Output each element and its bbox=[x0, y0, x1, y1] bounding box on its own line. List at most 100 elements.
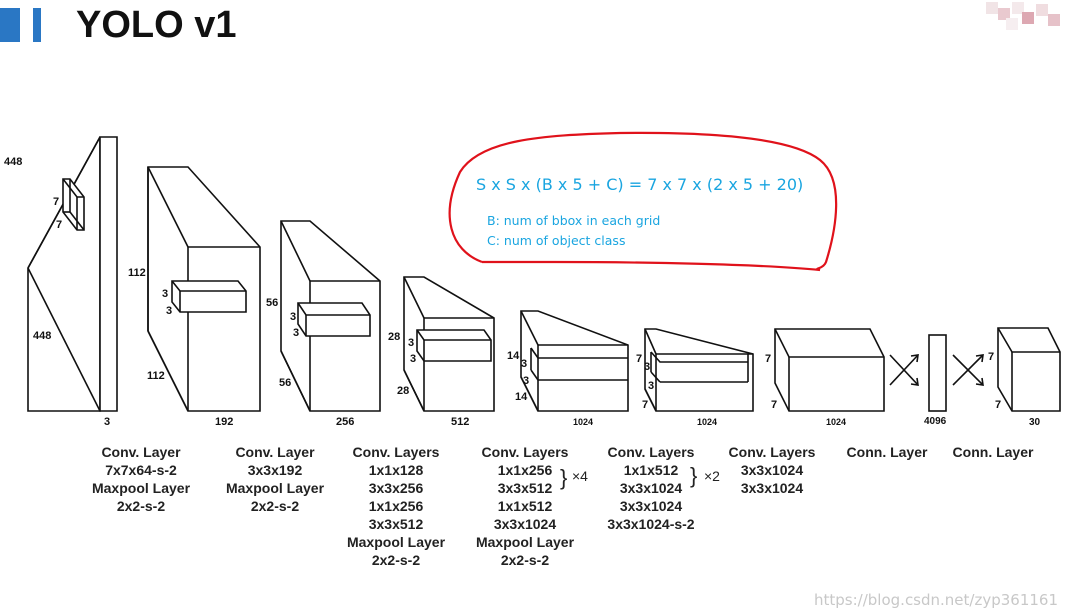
layer9-width-label: 7 bbox=[995, 399, 1001, 411]
layer1-depth-label: 3 bbox=[104, 416, 110, 428]
layer4-block bbox=[403, 276, 495, 412]
layer5-kernel-h-label: 3 bbox=[521, 358, 527, 370]
caption-line: 1x1x128 bbox=[368, 462, 424, 478]
slide-title: YOLO v1 bbox=[76, 4, 237, 46]
caption-line: 3x3x1024 bbox=[740, 462, 804, 478]
layer3-kernel-h-label: 3 bbox=[290, 311, 296, 323]
caption-line: 3x3x1024 bbox=[493, 516, 557, 532]
caption-fc2: Conn. Layer bbox=[934, 443, 1052, 461]
caption-line: Conv. Layers bbox=[607, 444, 695, 460]
caption-fc1: Conn. Layer bbox=[828, 443, 946, 461]
layer5-height-label: 14 bbox=[507, 350, 520, 362]
layer9-height-label: 7 bbox=[988, 351, 994, 363]
caption-line: 1x1x256 bbox=[368, 498, 424, 514]
layer1-kernel-w-label: 7 bbox=[56, 219, 62, 231]
layer5-kernel-w-label: 3 bbox=[523, 375, 529, 387]
repeat-count-x4: ×4 bbox=[572, 468, 588, 484]
layer6-kernel-w-label: 3 bbox=[648, 380, 654, 392]
layer7-height-label: 7 bbox=[765, 353, 771, 365]
layer3-height-label: 56 bbox=[266, 297, 278, 309]
caption-line: Maxpool Layer bbox=[91, 480, 191, 496]
layer4-depth-label: 512 bbox=[451, 416, 469, 428]
layer2-kernel-h-label: 3 bbox=[162, 288, 168, 300]
caption-line: Maxpool Layer bbox=[475, 534, 575, 550]
layer4-height-label: 28 bbox=[388, 331, 400, 343]
layer6-height-label: 7 bbox=[636, 353, 642, 365]
title-accent-bar-thin bbox=[33, 8, 41, 42]
caption-line: Maxpool Layer bbox=[346, 534, 446, 550]
caption-line: Conv. Layer bbox=[235, 444, 315, 460]
caption-line: Conv. Layers bbox=[481, 444, 569, 460]
blurred-mosaic-image bbox=[986, 2, 1062, 32]
layer4-kernel-w-label: 3 bbox=[410, 353, 416, 365]
formula-text: S x S x (B x 5 + C) = 7 x 7 x (2 x 5 + 2… bbox=[476, 175, 803, 194]
layer7-depth-label: 1024 bbox=[826, 417, 846, 427]
output-block bbox=[997, 327, 1061, 412]
layer3-depth-label: 256 bbox=[336, 416, 354, 428]
repeat-brace-x4: } bbox=[560, 465, 568, 490]
repeat-count-x2: ×2 bbox=[704, 468, 720, 484]
layer6-block bbox=[644, 328, 754, 412]
class-definition-text: C: num of object class bbox=[487, 233, 625, 248]
caption-line: 2x2-s-2 bbox=[371, 552, 421, 568]
layer4-kernel-h-label: 3 bbox=[408, 337, 414, 349]
caption-line: 2x2-s-2 bbox=[250, 498, 300, 514]
fc-4096-block bbox=[928, 334, 947, 412]
caption-line: 2x2-s-2 bbox=[500, 552, 550, 568]
full-connection-arrows-1 bbox=[889, 354, 919, 386]
layer6-kernel-h-label: 3 bbox=[644, 361, 650, 373]
layer2-kernel-w-label: 3 bbox=[166, 305, 172, 317]
caption-line: 1x1x256 bbox=[497, 462, 553, 478]
caption-line: 3x3x1024 bbox=[740, 480, 804, 496]
caption-line: 3x3x1024-s-2 bbox=[607, 516, 695, 532]
caption-line: Conn. Layer bbox=[952, 444, 1034, 460]
caption-line: 3x3x256 bbox=[368, 480, 424, 496]
caption-line: 7x7x64-s-2 bbox=[105, 462, 177, 478]
caption-line: 3x3x512 bbox=[368, 516, 424, 532]
red-annotation-circle bbox=[448, 131, 838, 272]
layer5-width-label: 14 bbox=[515, 391, 528, 403]
caption-line: 3x3x1024 bbox=[619, 498, 683, 514]
caption-line: 2x2-s-2 bbox=[116, 498, 166, 514]
title-accent-bar bbox=[0, 8, 20, 42]
layer2-width-label: 112 bbox=[147, 370, 165, 382]
caption-line: Maxpool Layer bbox=[225, 480, 325, 496]
caption-line: Conv. Layers bbox=[728, 444, 816, 460]
layer4-width-label: 28 bbox=[397, 385, 409, 397]
layer1-kernel-h-label: 7 bbox=[53, 196, 59, 208]
layer7-width-label: 7 bbox=[771, 399, 777, 411]
caption-layer3: Conv. Layers 1x1x128 3x3x256 1x1x256 3x3… bbox=[337, 443, 455, 569]
caption-layer6: Conv. Layers 3x3x1024 3x3x1024 bbox=[713, 443, 831, 497]
caption-layer4: Conv. Layers 1x1x256 3x3x512 1x1x512 3x3… bbox=[466, 443, 584, 569]
caption-line: 3x3x192 bbox=[247, 462, 303, 478]
caption-layer1: Conv. Layer 7x7x64-s-2 Maxpool Layer 2x2… bbox=[82, 443, 200, 515]
caption-line: 3x3x1024 bbox=[619, 480, 683, 496]
layer6-width-label: 7 bbox=[642, 399, 648, 411]
layer9-depth-label: 30 bbox=[1029, 417, 1041, 428]
caption-line: 1x1x512 bbox=[623, 462, 679, 478]
bbox-definition-text: B: num of bbox in each grid bbox=[487, 213, 660, 228]
full-connection-arrows-2 bbox=[952, 354, 984, 386]
input-layer-block bbox=[27, 136, 118, 412]
layer5-block bbox=[520, 310, 629, 412]
caption-layer5: Conv. Layers 1x1x512 3x3x1024 3x3x1024 3… bbox=[592, 443, 710, 533]
caption-layer2: Conv. Layer 3x3x192 Maxpool Layer 2x2-s-… bbox=[216, 443, 334, 515]
repeat-brace-x2: } bbox=[690, 463, 698, 488]
caption-line: Conv. Layers bbox=[352, 444, 440, 460]
layer2-block bbox=[147, 166, 261, 412]
layer7-block bbox=[774, 328, 885, 412]
layer3-width-label: 56 bbox=[279, 377, 291, 389]
caption-line: Conv. Layer bbox=[101, 444, 181, 460]
caption-line: Conn. Layer bbox=[846, 444, 928, 460]
layer2-height-label: 112 bbox=[128, 267, 146, 279]
layer1-width-label: 448 bbox=[33, 330, 51, 342]
layer8-depth-label: 4096 bbox=[924, 416, 947, 427]
caption-line: 1x1x512 bbox=[497, 498, 553, 514]
layer3-kernel-w-label: 3 bbox=[293, 327, 299, 339]
layer5-depth-label: 1024 bbox=[573, 417, 593, 427]
layer6-depth-label: 1024 bbox=[697, 417, 717, 427]
layer1-height-label: 448 bbox=[4, 156, 22, 168]
layer2-depth-label: 192 bbox=[215, 416, 233, 428]
caption-line: 3x3x512 bbox=[497, 480, 553, 496]
